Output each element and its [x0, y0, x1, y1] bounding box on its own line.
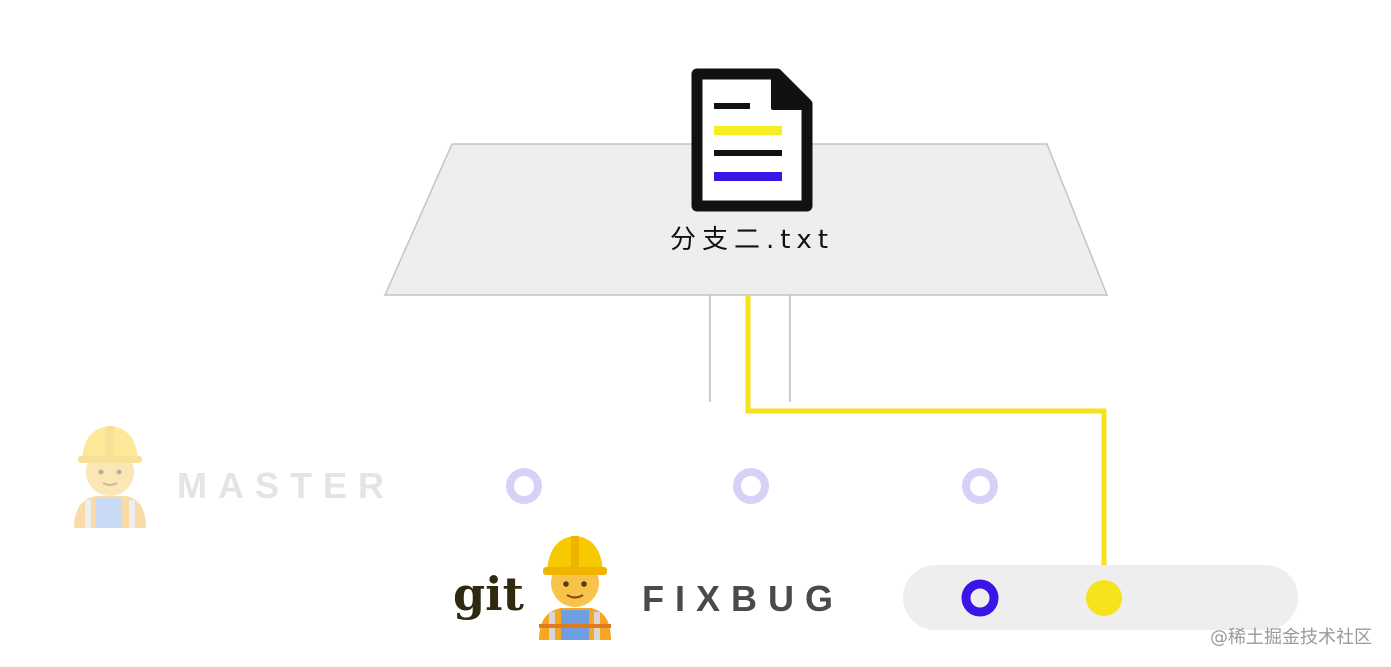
- document-line-1: [714, 103, 750, 109]
- master-commit-3: [962, 468, 998, 504]
- file-name: 分支二.txt: [670, 225, 834, 255]
- document-line-3: [714, 150, 782, 156]
- construction-worker-icon: [74, 426, 146, 528]
- watermark: @稀土掘金技术社区: [1210, 627, 1372, 648]
- master-commit-2: [733, 468, 769, 504]
- fixbug-label: FIXBUG: [642, 578, 844, 619]
- git-logo: git: [453, 567, 525, 621]
- master-commit-1: [506, 468, 542, 504]
- staging-plane: [383, 143, 1109, 296]
- construction-worker-icon: [539, 536, 611, 640]
- document-icon: [691, 68, 813, 212]
- document-line-4: [714, 172, 782, 181]
- master-avatar: [74, 426, 146, 528]
- fixbug-head-commit: [1086, 580, 1122, 616]
- fixbug-commit-1: [961, 579, 999, 617]
- master-label: MASTER: [177, 465, 395, 506]
- document-line-2: [714, 126, 782, 135]
- connector-line: [745, 295, 1107, 596]
- fixbug-avatar: [539, 536, 611, 640]
